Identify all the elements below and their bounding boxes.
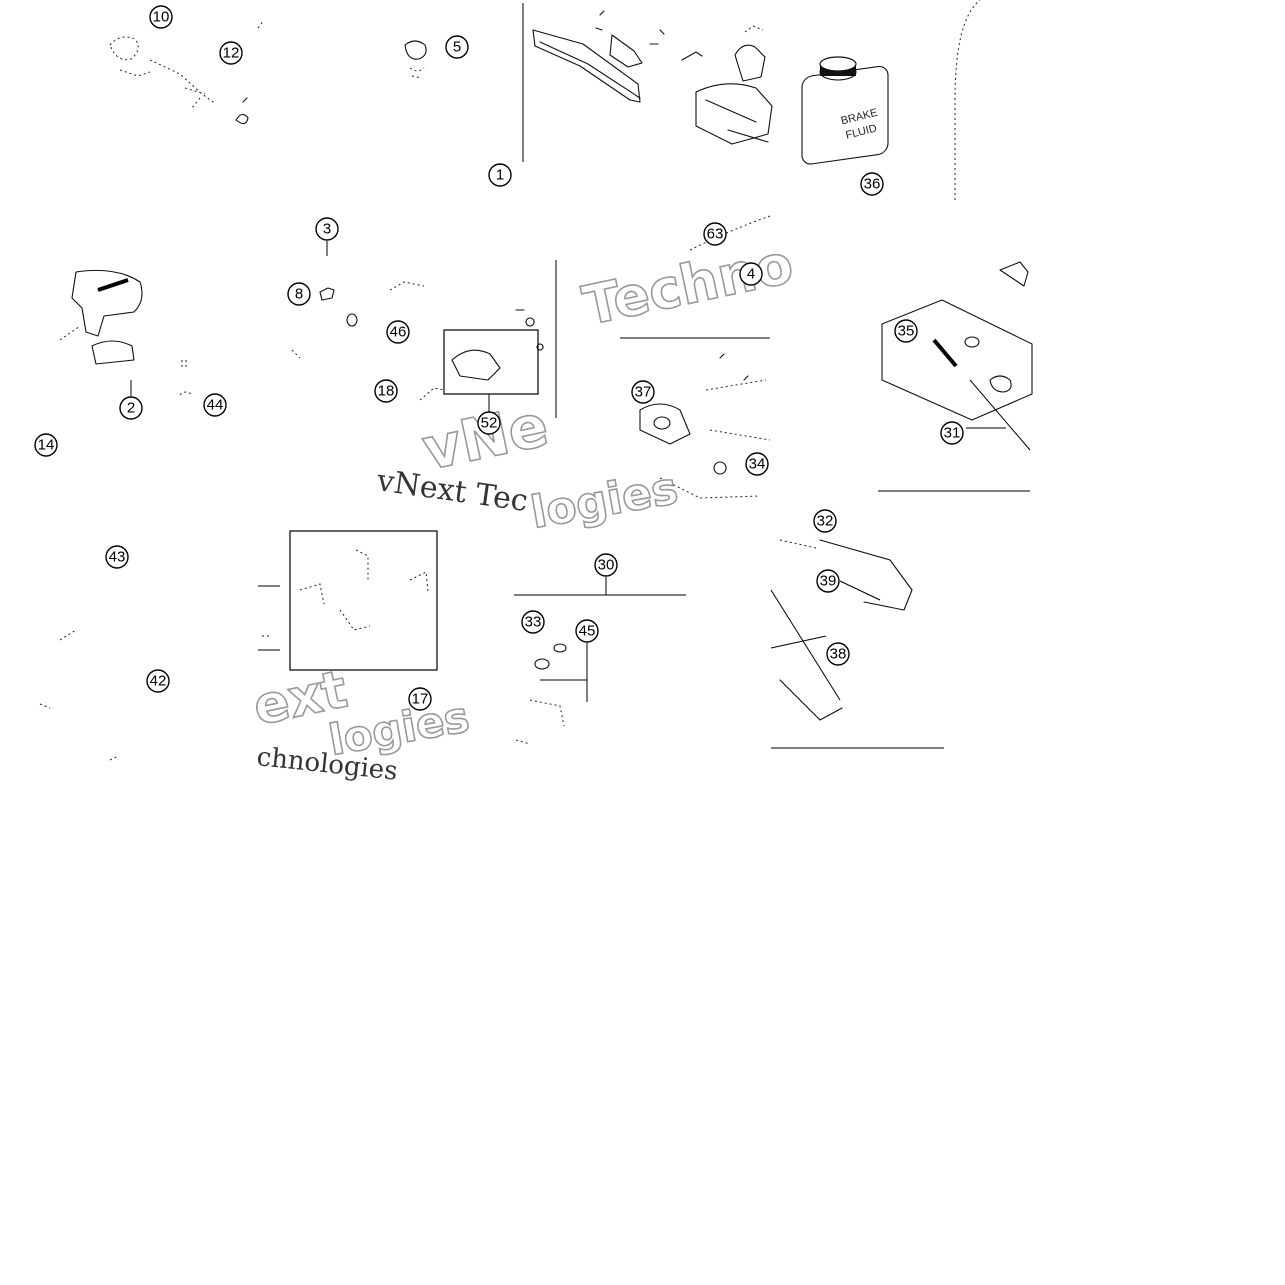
callout-45: 45: [575, 619, 599, 643]
callout-52: 52: [477, 411, 501, 435]
svg-text:30: 30: [598, 557, 615, 574]
svg-text:3: 3: [323, 221, 331, 238]
svg-text:39: 39: [820, 573, 837, 590]
callout-2: 2: [119, 396, 143, 420]
svg-text:4: 4: [747, 266, 755, 283]
tile-master-cylinder: [878, 261, 1033, 492]
tile-pad-kit-box: [258, 530, 438, 671]
callout-38: 38: [826, 642, 850, 666]
watermark-vne: vNe: [417, 391, 554, 484]
callout-4: 4: [739, 262, 763, 286]
callout-32: 32: [813, 509, 837, 533]
callout-3: 3: [315, 217, 339, 241]
svg-text:38: 38: [830, 646, 847, 663]
callout-43: 43: [105, 545, 129, 569]
callout-36: 36: [860, 172, 884, 196]
svg-text:18: 18: [378, 383, 395, 400]
svg-text:36: 36: [864, 176, 881, 193]
callout-12: 12: [219, 41, 243, 65]
tile-caliper-body: [59, 269, 193, 396]
tile-top-caliper-assembly: [532, 10, 773, 145]
svg-text:44: 44: [207, 397, 224, 414]
tile-piston-spring: [770, 539, 944, 749]
callout-10: 10: [149, 5, 173, 29]
callout-18: 18: [374, 379, 398, 403]
tile-lower-left: [39, 629, 119, 761]
svg-text:14: 14: [38, 437, 55, 454]
callout-63: 63: [703, 222, 727, 246]
svg-text:34: 34: [749, 456, 766, 473]
svg-text:12: 12: [223, 45, 240, 62]
svg-text:2: 2: [127, 400, 135, 417]
svg-text:10: 10: [153, 9, 170, 26]
callout-35: 35: [894, 319, 918, 343]
callout-31: 31: [940, 421, 964, 445]
callout-46: 46: [386, 320, 410, 344]
callout-30: 30: [594, 553, 618, 577]
callout-14: 14: [34, 433, 58, 457]
svg-text:37: 37: [635, 384, 652, 401]
svg-text:5: 5: [453, 39, 461, 56]
svg-text:32: 32: [817, 513, 834, 530]
tile-top-mid-parts: [404, 3, 524, 162]
svg-text:8: 8: [295, 286, 303, 303]
callout-5: 5: [445, 35, 469, 59]
svg-text:35: 35: [898, 323, 915, 340]
watermark-techno: Techno: [578, 232, 799, 338]
callout-33: 33: [521, 610, 545, 634]
svg-text:42: 42: [150, 673, 167, 690]
callout-8: 8: [287, 282, 311, 306]
callout-39: 39: [816, 569, 840, 593]
tile-seal-kit: [514, 577, 686, 745]
svg-text:43: 43: [109, 549, 126, 566]
tile-brake-fluid-bottle: BRAKE FLUID: [801, 0, 981, 200]
callout-42: 42: [146, 669, 170, 693]
watermark-logies-1: logies: [527, 463, 682, 539]
tile-top-left-parts: [109, 19, 265, 125]
callout-34: 34: [745, 452, 769, 476]
callout-17: 17: [408, 687, 432, 711]
svg-text:31: 31: [944, 425, 961, 442]
svg-text:1: 1: [496, 167, 504, 184]
svg-text:63: 63: [707, 226, 724, 243]
svg-text:33: 33: [525, 614, 542, 631]
svg-text:46: 46: [390, 324, 407, 341]
callout-37: 37: [631, 380, 655, 404]
callout-1: 1: [488, 163, 512, 187]
svg-text:45: 45: [579, 623, 596, 640]
svg-text:52: 52: [481, 415, 498, 432]
tile-hose-banjo: [620, 215, 771, 499]
callout-44: 44: [203, 393, 227, 417]
tile-piston-parts: [291, 241, 557, 418]
svg-text:17: 17: [412, 691, 429, 708]
